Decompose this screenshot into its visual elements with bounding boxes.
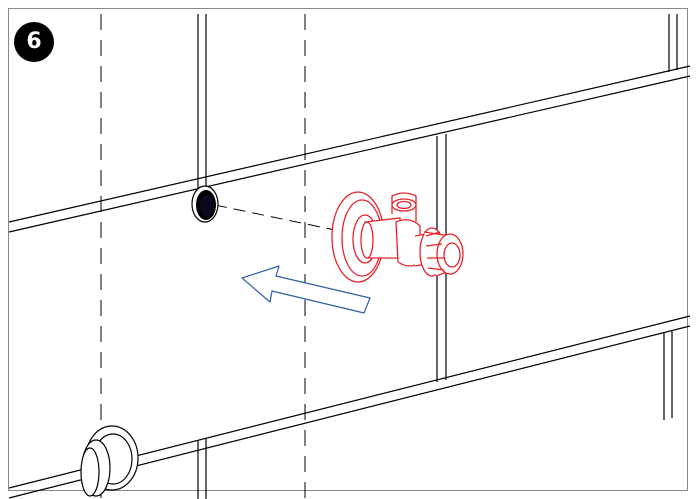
step-number-badge: 6: [14, 22, 54, 62]
image-frame: [8, 8, 688, 491]
wall-hole-icon: [191, 185, 219, 223]
alignment-line: [214, 204, 336, 231]
insert-direction-arrow-icon: [241, 265, 371, 314]
angle-valve-icon: [331, 191, 464, 283]
guide-lines: [100, 14, 306, 499]
pipe-fitting-icon: [80, 425, 139, 497]
